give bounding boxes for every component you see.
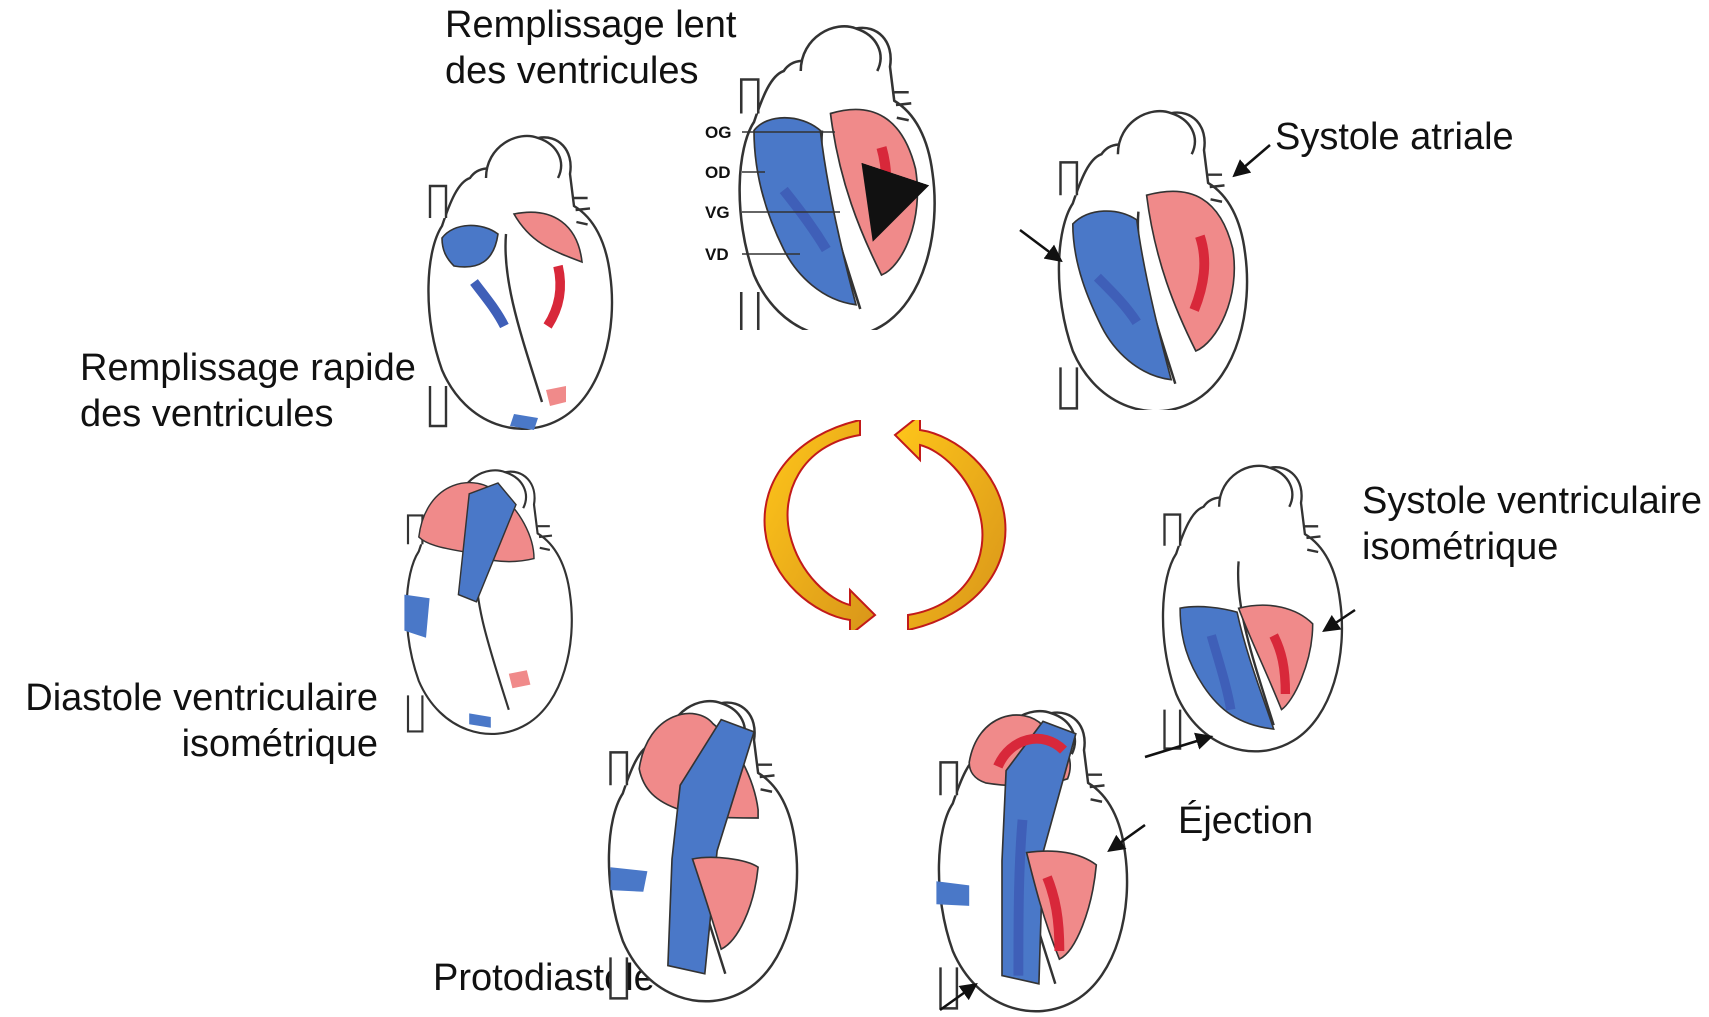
tag-od: OD <box>705 163 731 182</box>
heart-protodiastole <box>590 690 820 1015</box>
pressure-arrow-icon <box>1140 725 1220 765</box>
circular-arrows-icon <box>760 420 1010 630</box>
label-diastole-ventriculaire: Diastole ventriculaire isométrique <box>8 675 378 767</box>
heart-ejection <box>900 700 1180 1015</box>
label-systole-ventriculaire: Systole ventriculaire isométrique <box>1362 478 1702 570</box>
pressure-arrow-icon <box>1020 230 1060 260</box>
tag-vg: VG <box>705 203 730 222</box>
pressure-arrow-icon <box>1235 145 1270 175</box>
tag-vd: VD <box>705 245 729 264</box>
label-ejection: Éjection <box>1178 798 1313 844</box>
label-remplissage-rapide: Remplissage rapide des ventricules <box>80 345 416 437</box>
heart-remplissage-rapide <box>410 125 645 430</box>
heart-systole-atriale <box>1010 95 1300 410</box>
heart-diastole-isometrique <box>390 465 580 750</box>
tag-og: OG <box>705 123 731 142</box>
label-systole-atriale: Systole atriale <box>1275 114 1514 160</box>
heart-remplissage-lent: OG OD VG VD <box>650 10 970 330</box>
